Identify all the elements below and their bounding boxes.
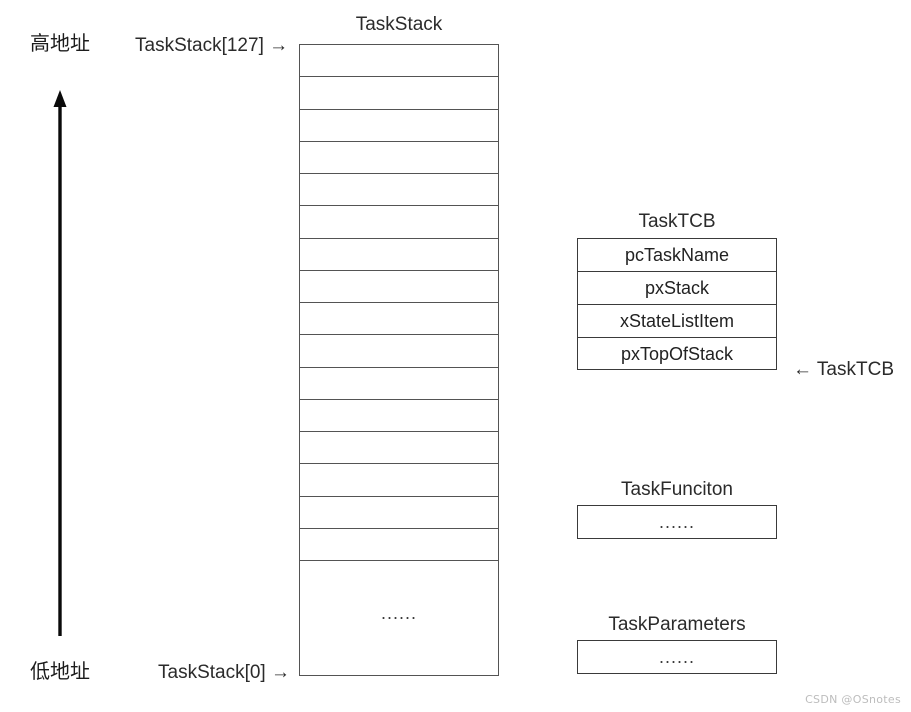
tasktcb-field-xstatelistitem: xStateListItem (578, 305, 776, 338)
low-address-label: 低地址 (30, 661, 90, 683)
taskfunction-title: TaskFunciton (621, 479, 733, 500)
stack-cell (300, 432, 498, 465)
high-address-label: 高地址 (30, 33, 90, 55)
taskfunction-ellipsis-text: ...... (658, 512, 695, 532)
stack-cell (300, 45, 498, 78)
taskfunction-body-row: ...... (578, 506, 776, 539)
address-direction-arrow-icon (46, 88, 74, 638)
tasktcb-box: pcTaskName pxStack xStateListItem pxTopO… (577, 238, 777, 370)
tasktcb-field-pctaskname: pcTaskName (578, 239, 776, 272)
tasktcb-title: TaskTCB (638, 211, 716, 232)
stack-cell (300, 270, 498, 303)
tasktcb-field-pxtopofstack: pxTopOfStack (620, 344, 734, 364)
taskstack-bottom-index-label: TaskStack[0] → (158, 662, 290, 683)
taskfunction-box: ...... (577, 505, 777, 539)
taskparameters-box: ...... (577, 640, 777, 674)
taskstack-box: ...... (299, 44, 499, 676)
stack-cell-ellipsis: ...... (300, 561, 498, 673)
stack-cell (300, 496, 498, 529)
stack-cell (300, 238, 498, 271)
watermark: CSDN @OSnotes (805, 693, 901, 706)
stack-cell (300, 77, 498, 110)
stack-cell (300, 335, 498, 368)
stack-cell (300, 141, 498, 174)
taskparameters-body-row: ...... (578, 641, 776, 674)
stack-cell (300, 399, 498, 432)
taskparameters-ellipsis-text: ...... (658, 647, 695, 667)
tasktcb-field-pxstack: pxStack (578, 272, 776, 305)
stack-cell (300, 528, 498, 561)
stack-cell (300, 464, 498, 497)
taskstack-title: TaskStack (355, 14, 443, 35)
tasktcb-pointer-label: ← TaskTCB (793, 359, 895, 380)
stack-cell (300, 206, 498, 239)
stack-cell (300, 303, 498, 336)
taskstack-top-index-label: TaskStack[127] → (135, 35, 289, 56)
taskparameters-title: TaskParameters (608, 614, 746, 635)
stack-cell (300, 109, 498, 142)
stack-cell (300, 174, 498, 207)
stack-ellipsis-text: ...... (380, 603, 417, 623)
stack-cell (300, 367, 498, 400)
